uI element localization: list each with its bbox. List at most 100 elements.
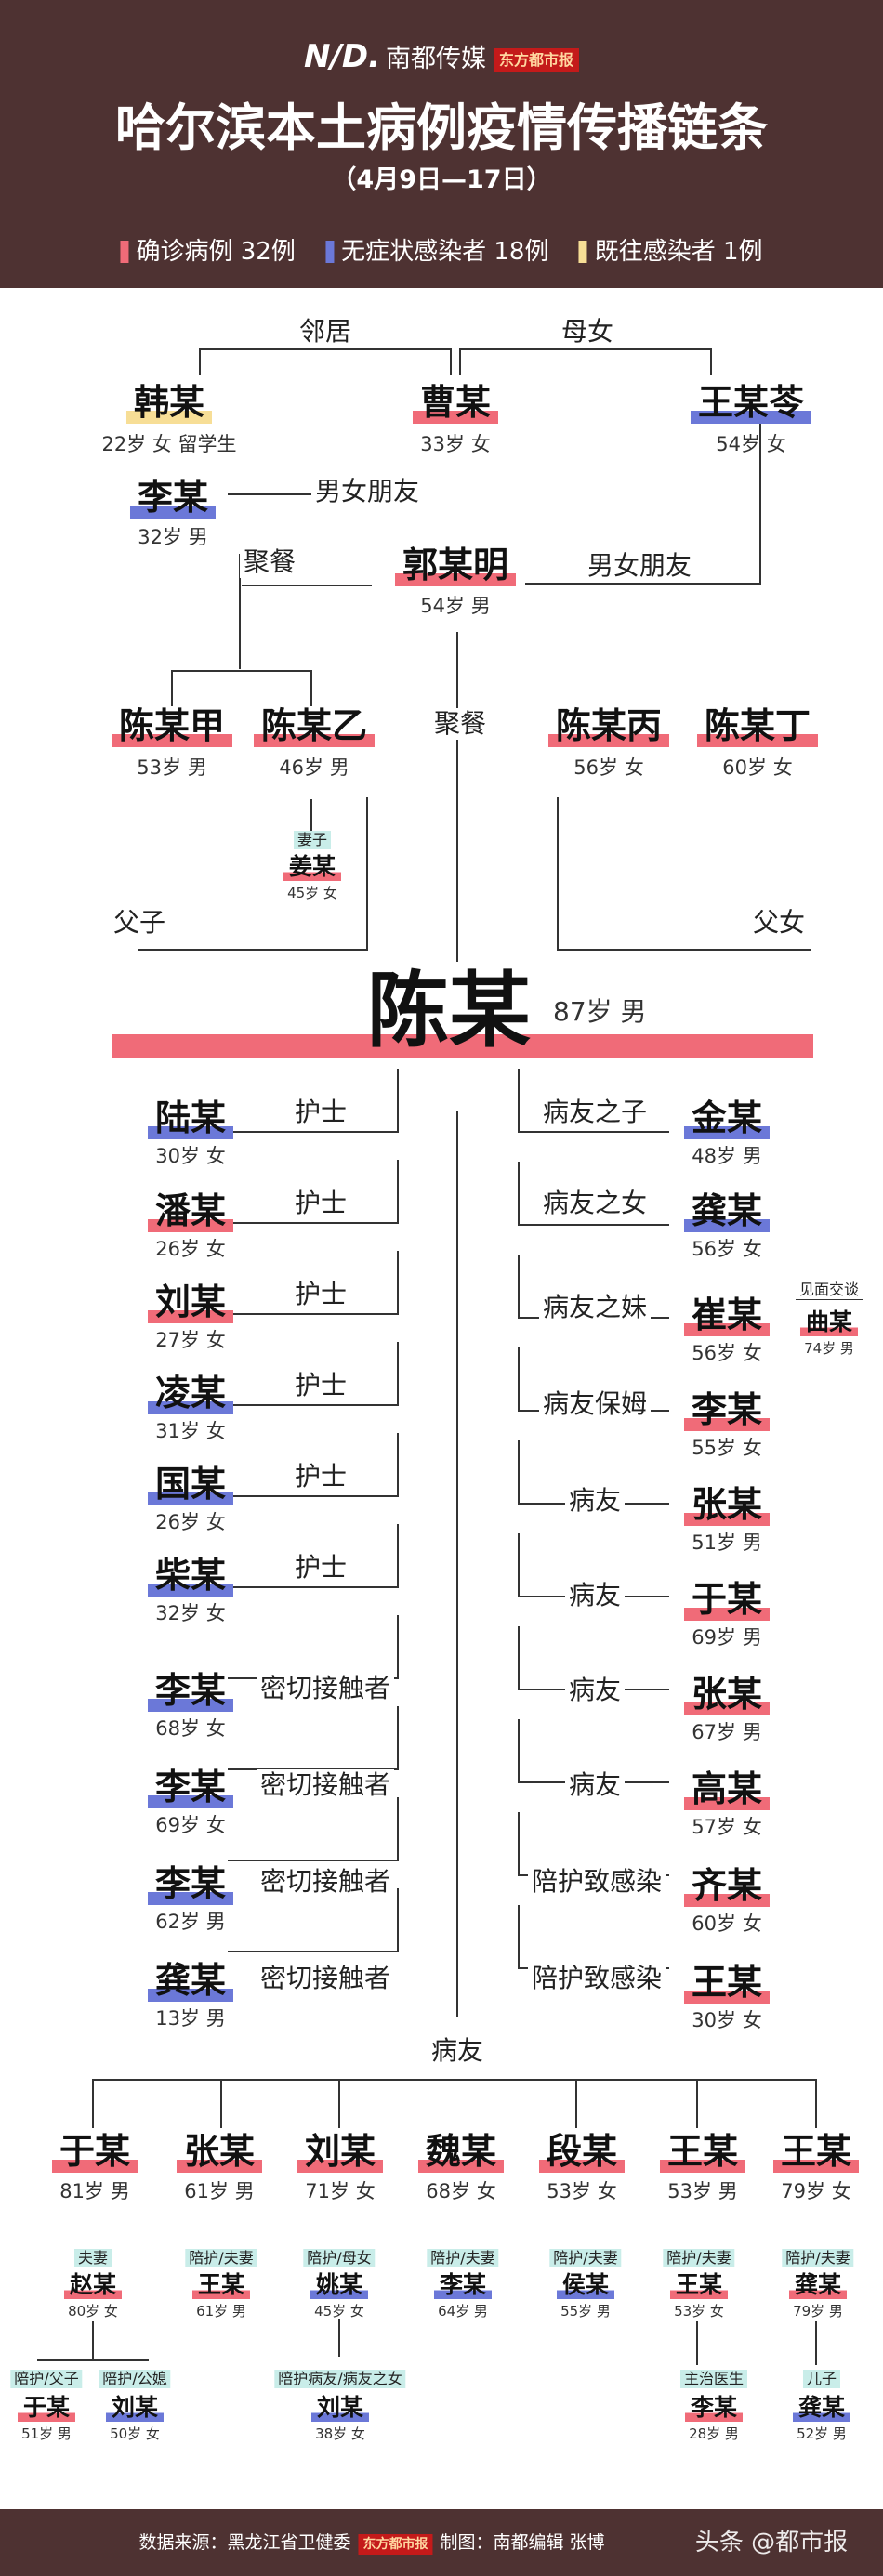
bottom-bus-line <box>92 2079 817 2128</box>
contact-info: 53岁 女 <box>674 2303 724 2320</box>
person-wang-ling-info: 54岁 女 <box>716 433 786 455</box>
contact-name: 刘某 <box>310 2394 370 2422</box>
date-range: （4月9日—17日） <box>331 165 552 194</box>
bottom-patient-name: 张某 <box>176 2130 263 2173</box>
right-branch-1 <box>518 1069 669 1133</box>
rel-father-daughter: 父女 <box>749 907 810 939</box>
person-chen-yi-info: 46岁 男 <box>279 756 349 779</box>
bottom-patient-info: 81岁 男 <box>59 2180 130 2202</box>
right-contact-name: 金某 <box>683 1097 771 1139</box>
left-branch-3 <box>228 1251 399 1315</box>
central-patient: 陈某 <box>367 963 532 1058</box>
bottom-patient-name: 魏某 <box>417 2130 505 2173</box>
left-contact-info: 32岁 女 <box>155 1602 226 1624</box>
left-contact-relation: 密切接触者 <box>256 1673 395 1704</box>
contact-info: 64岁 男 <box>438 2303 488 2320</box>
contact-info: 79岁 男 <box>793 2303 843 2320</box>
brand-line: N/D.南都传媒东方都市报 <box>303 38 580 75</box>
legend-label: 无症状感染者 18例 <box>341 238 549 266</box>
person-chen-ding: 陈某丁 <box>696 704 819 747</box>
left-contact-name: 李某 <box>147 1766 234 1808</box>
right-contact-info: 55岁 女 <box>692 1437 762 1459</box>
contact-name: 侯某 <box>556 2271 615 2299</box>
bottom-bus-drops <box>220 2080 698 2128</box>
contact-info: 52岁 男 <box>797 2425 847 2442</box>
right-contact-info: 30岁 女 <box>692 2009 762 2031</box>
central-patient-info: 87岁 男 <box>553 996 647 1027</box>
right-contact-info: 60岁 女 <box>692 1912 762 1935</box>
left-contact-info: 13岁 男 <box>155 2007 226 2030</box>
left-contact-name: 李某 <box>147 1862 234 1905</box>
right-contact-info: 56岁 女 <box>692 1238 762 1260</box>
nd-logo-icon: N/D. <box>303 38 380 75</box>
bottom-patient-name: 段某 <box>538 2130 626 2173</box>
contact-info: 50岁 女 <box>110 2425 160 2442</box>
yu-chain-line <box>37 2321 149 2361</box>
partner-stamp: 东方都市报 <box>494 47 580 72</box>
left-contact-relation: 护士 <box>290 1097 351 1128</box>
left-contact-name: 刘某 <box>147 1281 234 1323</box>
person-chen-yi: 陈某乙 <box>253 704 376 747</box>
header-panel <box>0 0 883 288</box>
person-cao-info: 33岁 女 <box>420 433 491 455</box>
person-han: 韩某 <box>125 381 213 424</box>
legend-label: 既往感染者 1例 <box>594 238 763 266</box>
contact-info: 38岁 女 <box>315 2425 365 2442</box>
left-contact-relation: 护士 <box>290 1279 351 1310</box>
data-source: 数据来源：黑龙江省卫健委 <box>138 2532 351 2553</box>
left-contact-info: 27岁 女 <box>155 1329 226 1351</box>
right-contact-name: 李某 <box>683 1388 771 1431</box>
bottom-patient-info: 61岁 男 <box>184 2180 255 2202</box>
left-contact-info: 30岁 女 <box>155 1145 226 1167</box>
contact-name: 龚某 <box>788 2271 848 2299</box>
person-jiang-info: 45岁 女 <box>287 885 337 901</box>
left-contact-name: 龚某 <box>147 1959 234 2002</box>
father-daughter-line <box>557 797 811 951</box>
page-title: 哈尔滨本土病例疫情传播链条 <box>115 99 768 157</box>
relation-tag: 陪护/夫妻 <box>549 2249 622 2267</box>
contact-info: 80岁 女 <box>68 2303 118 2320</box>
person-chen-jia-info: 53岁 男 <box>137 756 207 779</box>
bottom-patient-info: 71岁 女 <box>305 2180 376 2202</box>
right-contact-name: 龚某 <box>683 1189 771 1232</box>
left-contact-relation: 密切接触者 <box>256 1866 395 1898</box>
legend-swatch <box>325 241 335 263</box>
contact-name: 龚某 <box>792 2394 851 2422</box>
left-contact-relation: 护士 <box>290 1370 351 1401</box>
left-contact-name: 凌某 <box>147 1372 234 1414</box>
left-branch-1 <box>228 1069 399 1133</box>
right-contact-name: 高某 <box>683 1768 771 1810</box>
watermark: 头条 @都市报 <box>694 2529 849 2556</box>
relation-tag: 陪护/夫妻 <box>663 2249 735 2267</box>
left-branch-6 <box>228 1524 399 1588</box>
person-chen-bing: 陈某丙 <box>547 704 670 747</box>
tag-wife: 妻子 <box>293 831 332 849</box>
left-branch-4 <box>228 1342 399 1406</box>
right-contact-relation: 病友 <box>564 1769 626 1801</box>
contact-name: 姚某 <box>310 2271 369 2299</box>
legend-previous: 既往感染者 1例 <box>578 236 763 268</box>
left-contact-info: 26岁 女 <box>155 1238 226 1260</box>
central-bar <box>112 1034 813 1058</box>
person-guo-info: 54岁 男 <box>420 595 491 617</box>
right-contact-relation: 陪护致感染 <box>527 1866 666 1898</box>
left-contact-info: 31岁 女 <box>155 1420 226 1442</box>
contact-name: 于某 <box>17 2394 76 2422</box>
relation-tag: 陪护/公媳 <box>99 2370 171 2388</box>
right-contact-info: 69岁 男 <box>692 1626 762 1649</box>
right-contact-info: 48岁 男 <box>692 1145 762 1167</box>
left-contact-relation: 密切接触者 <box>256 1769 395 1801</box>
left-contact-name: 陆某 <box>147 1097 234 1139</box>
relation-tag: 陪护/夫妻 <box>782 2249 854 2267</box>
bottom-label: 病友 <box>427 2035 488 2067</box>
relation-tag: 主治医生 <box>679 2370 748 2388</box>
contact-info: 55岁 男 <box>560 2303 611 2320</box>
right-contact-relation: 病友 <box>564 1485 626 1517</box>
contact-name: 王某 <box>669 2271 729 2299</box>
bottom-patient-info: 79岁 女 <box>781 2180 851 2202</box>
person-jiang: 姜某 <box>283 853 342 881</box>
left-branch-5 <box>228 1433 399 1497</box>
right-contact-info: 56岁 女 <box>692 1342 762 1364</box>
left-branch-9 <box>228 1797 399 1861</box>
